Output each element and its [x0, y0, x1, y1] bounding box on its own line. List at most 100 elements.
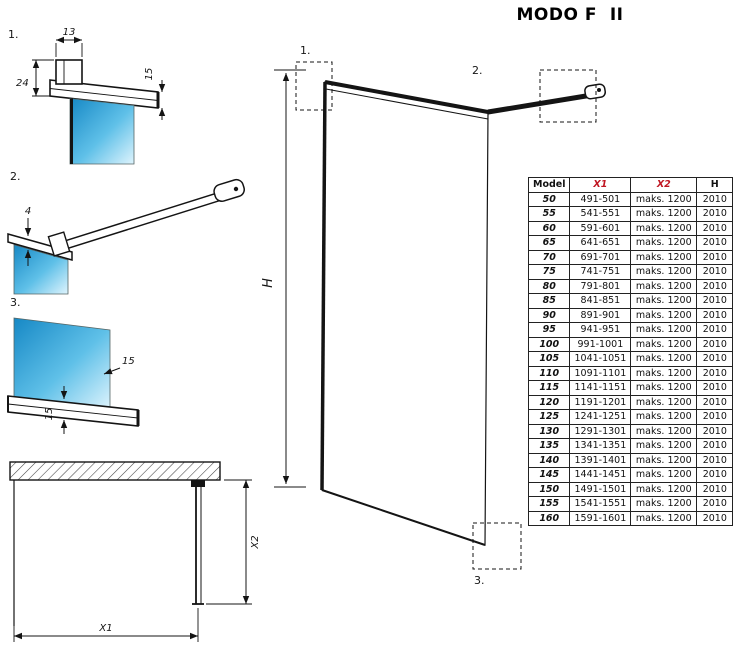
- table-cell: 60: [527, 220, 571, 236]
- table-cell: maks. 1200: [630, 351, 698, 367]
- table-cell: 125: [527, 409, 571, 425]
- table-cell: 691-701: [569, 249, 632, 265]
- table-cell: maks. 1200: [630, 423, 698, 439]
- dimension-13: 13: [55, 27, 83, 57]
- detail-2-callout-box: [539, 69, 597, 123]
- wall-bracket: [55, 59, 83, 85]
- svg-text:4: 4: [25, 206, 31, 217]
- glass-panel: [69, 98, 135, 165]
- svg-text:X2: X2: [250, 535, 261, 549]
- table-cell: 791-801: [569, 278, 632, 294]
- table-cell: 891-901: [569, 307, 632, 323]
- table-cell: 2010: [696, 235, 734, 251]
- table-cell: 591-601: [569, 220, 632, 236]
- table-cell: 2010: [696, 322, 734, 338]
- table-cell: 1441-1451: [569, 467, 632, 483]
- dimension-4: 4: [24, 206, 32, 266]
- table-header-row: Model X1 X2 H: [527, 177, 734, 193]
- detail-1-drawing: 1. 13 24 15: [8, 27, 166, 165]
- table-cell: 2010: [696, 220, 734, 236]
- table-cell: maks. 1200: [630, 264, 698, 280]
- table-cell: 2010: [696, 394, 734, 410]
- table-cell: 1541-1551: [569, 496, 632, 512]
- svg-text:15: 15: [122, 356, 135, 367]
- table-cell: maks. 1200: [630, 293, 698, 309]
- top-profile: [49, 59, 160, 109]
- table-cell: 110: [527, 365, 571, 381]
- table-cell: 130: [527, 423, 571, 439]
- col-header-model: Model: [527, 177, 571, 193]
- table-cell: 2010: [696, 423, 734, 439]
- table-cell: maks. 1200: [630, 191, 698, 207]
- plan-view-drawing: X1 X2: [9, 461, 261, 642]
- table-cell: maks. 1200: [630, 235, 698, 251]
- table-cell: maks. 1200: [630, 496, 698, 512]
- table-cell: 2010: [696, 249, 734, 265]
- table-cell: 70: [527, 249, 571, 265]
- svg-text:15: 15: [44, 408, 55, 421]
- svg-text:H: H: [261, 278, 276, 288]
- table-cell: 1591-1601: [569, 510, 632, 526]
- table-cell: 841-851: [569, 293, 632, 309]
- support-arm: [59, 191, 224, 251]
- page-title: MODO F II: [516, 5, 624, 25]
- dimension-x2: X2: [206, 479, 261, 605]
- table-cell: 2010: [696, 481, 734, 497]
- dimension-15-glass: 15: [103, 356, 135, 375]
- table-cell: 2010: [696, 293, 734, 309]
- table-cell: 1091-1101: [569, 365, 632, 381]
- table-cell: 65: [527, 235, 571, 251]
- table-cell: 2010: [696, 206, 734, 222]
- table-cell: 2010: [696, 438, 734, 454]
- table-cell: 2010: [696, 264, 734, 280]
- detail-3-callout-box: [472, 522, 522, 570]
- table-cell: 75: [527, 264, 571, 280]
- dimension-15-profile: 15: [44, 386, 68, 434]
- table-cell: 95: [527, 322, 571, 338]
- table-cell: 55: [527, 206, 571, 222]
- table-cell: 2010: [696, 307, 734, 323]
- table-cell: 50: [527, 191, 571, 207]
- dimension-h: H: [261, 69, 306, 488]
- table-cell: maks. 1200: [630, 249, 698, 265]
- table-cell: 140: [527, 452, 571, 468]
- table-cell: maks. 1200: [630, 510, 698, 526]
- dimension-x1: X1: [13, 608, 199, 642]
- col-header-h: H: [696, 177, 734, 193]
- glass-panel-plan: [191, 480, 205, 605]
- table-cell: 2010: [696, 336, 734, 352]
- callout-2: 2.: [472, 64, 483, 77]
- table-cell: 90: [527, 307, 571, 323]
- svg-text:X1: X1: [98, 623, 112, 634]
- table-cell: 1141-1151: [569, 380, 632, 396]
- svg-text:15: 15: [144, 68, 155, 81]
- col-header-x1: X1: [569, 177, 632, 193]
- table-cell: 2010: [696, 510, 734, 526]
- detail-3-drawing: 3. 15 15: [7, 296, 140, 434]
- table-cell: 2010: [696, 409, 734, 425]
- table-cell: 2010: [696, 496, 734, 512]
- table-cell: 115: [527, 380, 571, 396]
- table-cell: 2010: [696, 467, 734, 483]
- table-cell: maks. 1200: [630, 206, 698, 222]
- table-cell: 1391-1401: [569, 452, 632, 468]
- glass-panel: [13, 317, 111, 411]
- table-cell: maks. 1200: [630, 467, 698, 483]
- table-cell: 541-551: [569, 206, 632, 222]
- table-cell: maks. 1200: [630, 380, 698, 396]
- detail-1-callout-box: [295, 61, 333, 111]
